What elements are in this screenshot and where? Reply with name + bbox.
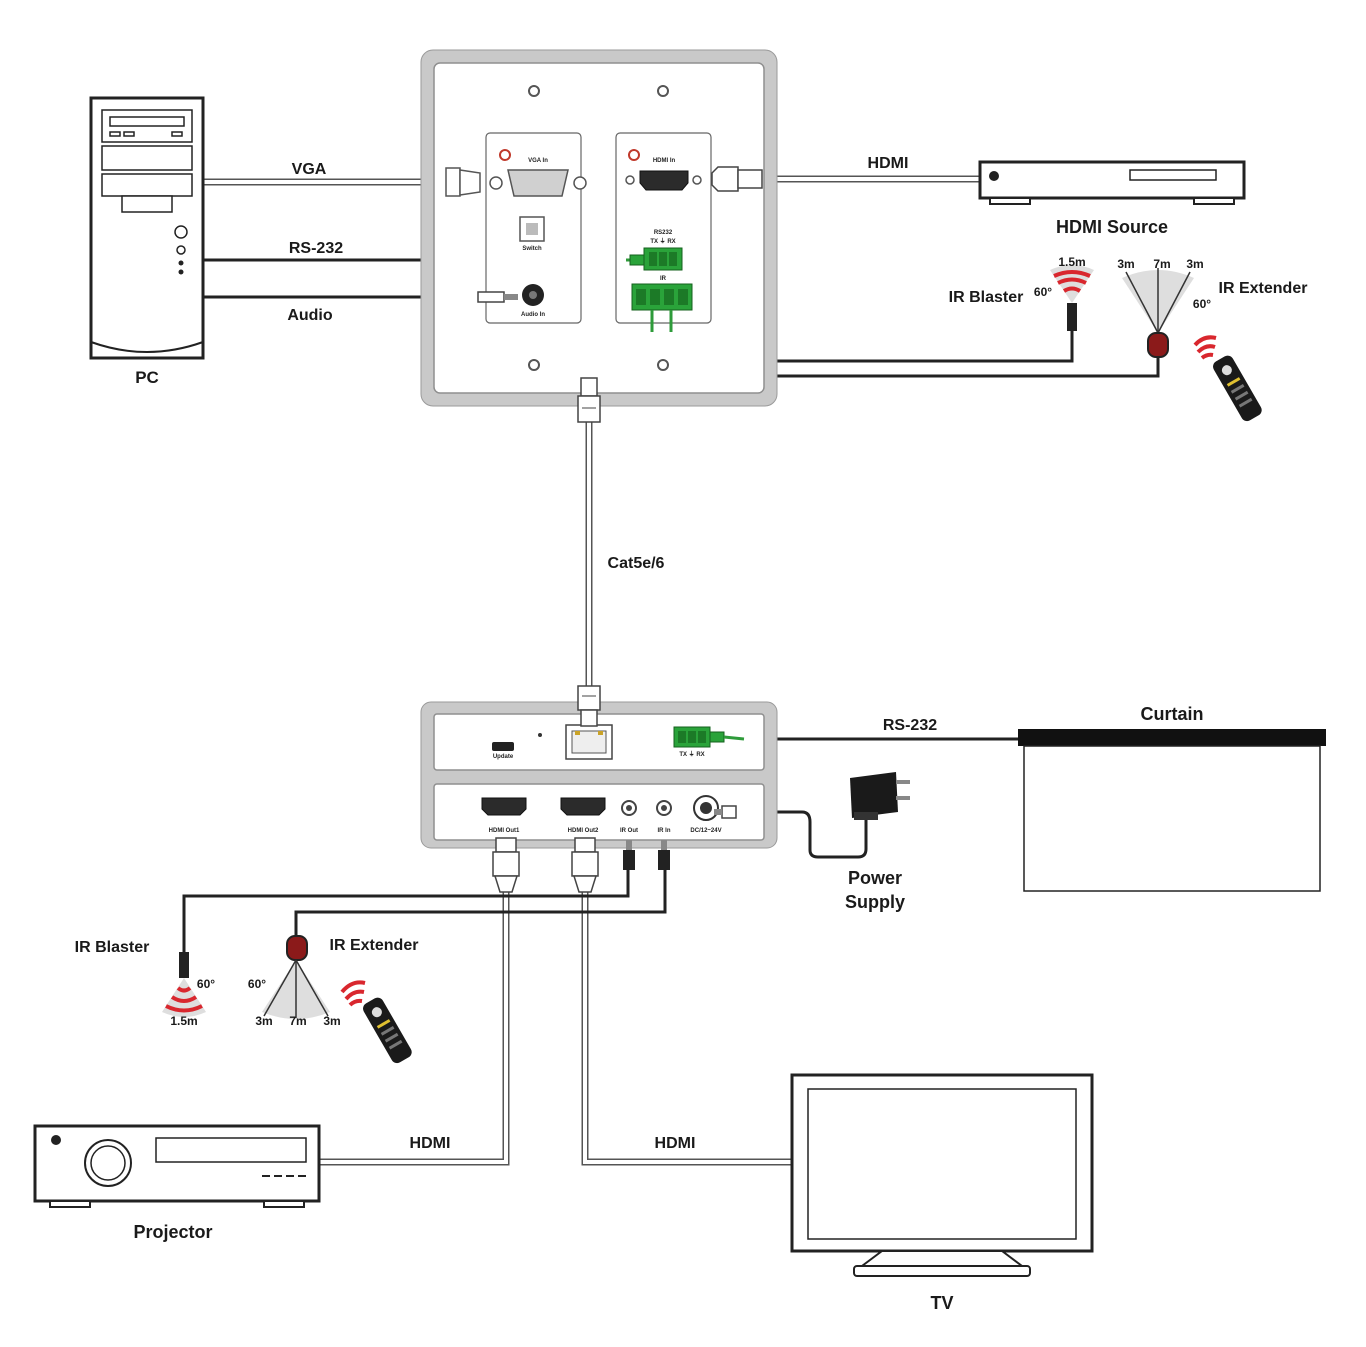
ir-extender-bottom xyxy=(262,935,330,1019)
vga-in-port-label: VGA In xyxy=(528,158,548,164)
blaster-angle-top: 60° xyxy=(1034,285,1052,299)
receiver-unit: Update TX ⏚ RX HDMI Out1 HDMI Out2 IR Ou… xyxy=(420,701,778,849)
ir-extender-bottom-label: IR Extender xyxy=(330,937,419,954)
ir-out-plug xyxy=(623,840,635,870)
pc-label: PC xyxy=(135,368,159,387)
audio-plug xyxy=(477,291,518,303)
ext-range-left-bottom: 3m xyxy=(255,1014,272,1028)
hdmi-out2-connector xyxy=(571,837,599,893)
vga-port xyxy=(489,169,587,197)
tv-device xyxy=(790,1073,1094,1277)
blaster-angle-bottom: 60° xyxy=(197,977,215,991)
ir-out-port-label: IR Out xyxy=(620,828,638,834)
audio-in-port-label: Audio In xyxy=(521,312,545,318)
rs232-plug-green xyxy=(626,254,645,266)
ir-in-port-label: IR In xyxy=(658,828,671,834)
ir-blaster-top-label: IR Blaster xyxy=(949,289,1024,306)
ir-extender-cable-bottom xyxy=(294,870,667,937)
vga-label: VGA xyxy=(292,161,327,178)
power-cable xyxy=(735,810,868,859)
rs232-pins-label: TX ⏚ RX xyxy=(650,238,675,245)
update-port-label: Update xyxy=(493,754,514,760)
screw-icon xyxy=(528,359,540,371)
curtain-label: Curtain xyxy=(1141,704,1204,724)
transmitter-wall-plate: VGA In Switch Audio In HDMI In RS232 TX … xyxy=(420,49,778,407)
hdmi-out1-connector xyxy=(492,837,520,893)
switch-port-label: Switch xyxy=(522,246,542,252)
ext-angle-bottom: 60° xyxy=(248,977,266,991)
tv-label: TV xyxy=(930,1293,953,1313)
screw-icon xyxy=(657,359,669,371)
hdmi-projector-label: HDMI xyxy=(410,1135,451,1152)
ir-in-plug xyxy=(658,840,670,870)
pc-tower xyxy=(89,96,205,360)
rj45-connector-bottom xyxy=(577,685,601,727)
screw-icon xyxy=(657,85,669,97)
ext-range-mid-bottom: 7m xyxy=(289,1014,306,1028)
rj45-connector-top xyxy=(577,377,601,423)
ir-blaster-top xyxy=(1050,265,1094,331)
hdmi-in-port-label: HDMI In xyxy=(653,158,676,164)
power-supply-adapter xyxy=(850,772,910,820)
hdmi-out1-port-label: HDMI Out1 xyxy=(489,828,520,834)
hdmi-in-port xyxy=(639,170,689,191)
ext-range-right-bottom: 3m xyxy=(323,1014,340,1028)
ir-port-label: IR xyxy=(660,276,667,282)
dc-plug xyxy=(714,805,737,819)
rx-rs232-pins-label: TX ⏚ RX xyxy=(679,751,704,758)
update-port xyxy=(492,742,514,751)
remote-control-icon xyxy=(1193,335,1262,422)
rs232-bottom-label: RS-232 xyxy=(883,717,937,734)
hdmi-out2-port-label: HDMI Out2 xyxy=(568,828,599,834)
hdmi-tv-label: HDMI xyxy=(655,1135,696,1152)
audio-label: Audio xyxy=(287,307,333,324)
ir-extender-top-label: IR Extender xyxy=(1219,280,1308,297)
screw-icon xyxy=(528,85,540,97)
hdmi-source-label: HDMI Source xyxy=(1056,217,1168,237)
ir-terminal-wires xyxy=(650,310,673,332)
curtain-screen xyxy=(1018,729,1326,892)
rx-rs232-plug xyxy=(709,731,745,743)
blaster-range-top: 1.5m xyxy=(1058,255,1085,269)
power-supply-label-1: Power xyxy=(848,868,902,888)
hdmi-source-connector xyxy=(711,166,763,192)
hdmi-tv-cable xyxy=(581,892,792,1166)
hdmi-source-device xyxy=(978,160,1246,205)
rs232-port-label: RS232 xyxy=(654,230,673,236)
ext-angle-top: 60° xyxy=(1193,297,1211,311)
ext-range-right-top: 3m xyxy=(1186,257,1203,271)
hdmi-projector-cable xyxy=(320,892,510,1166)
cat-label: Cat5e/6 xyxy=(608,555,665,572)
ext-range-mid-top: 7m xyxy=(1153,257,1170,271)
blaster-range-bottom: 1.5m xyxy=(170,1014,197,1028)
remote-control-icon xyxy=(340,980,412,1064)
projector-device xyxy=(33,1124,321,1208)
vga-connector xyxy=(445,167,481,197)
ext-range-left-top: 3m xyxy=(1117,257,1134,271)
dc-port-label: DC/12~24V xyxy=(690,828,721,834)
ir-blaster-cable-bottom xyxy=(182,870,630,955)
hdmi-top-label: HDMI xyxy=(868,155,909,172)
power-supply-label-2: Supply xyxy=(845,892,905,912)
ir-blaster-bottom-label: IR Blaster xyxy=(75,939,150,956)
rs232-top-label: RS-232 xyxy=(289,240,343,257)
hdmi-out2-port xyxy=(560,797,606,816)
hdmi-out1-port xyxy=(481,797,527,816)
ir-extender-top xyxy=(1122,268,1194,358)
projector-label: Projector xyxy=(133,1222,212,1242)
cables xyxy=(182,175,1160,1166)
ir-blaster-bottom xyxy=(162,952,206,1017)
